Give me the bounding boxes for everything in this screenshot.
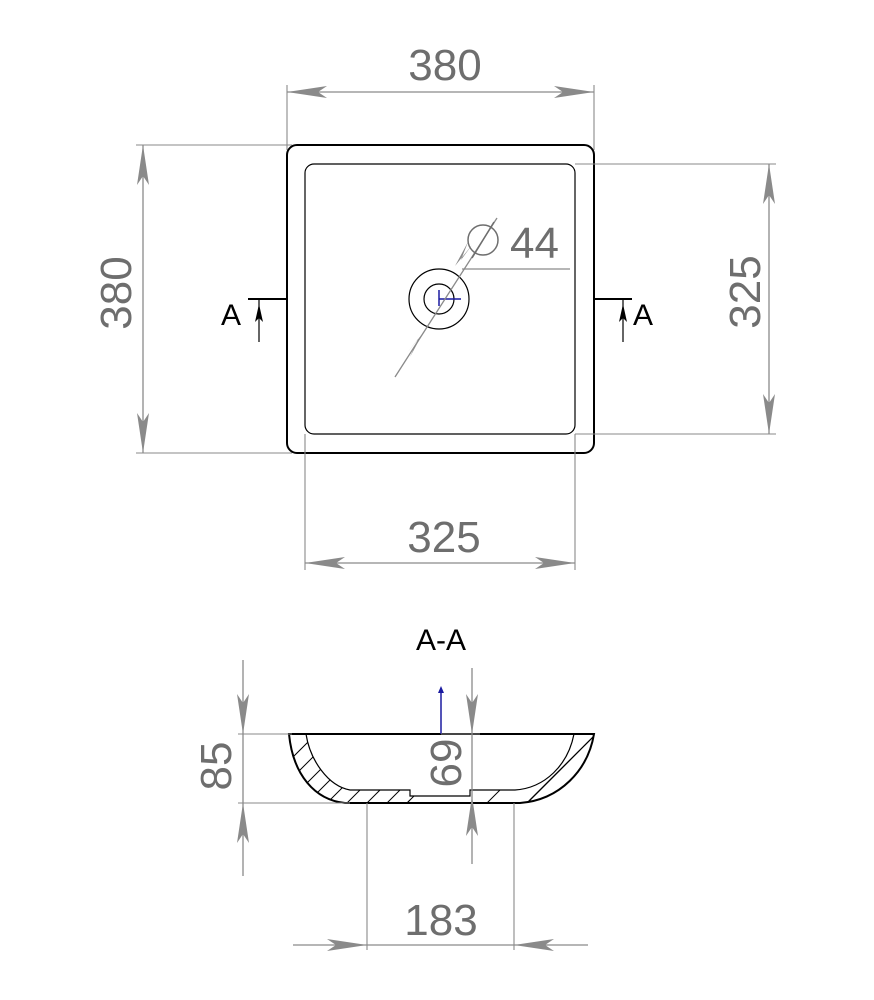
section-marker-right-label: A [633,299,653,332]
total-height-label: 85 [192,742,241,791]
section-axis-arrow [438,686,444,693]
inner-height-dimension: 325 [575,163,776,435]
drain-diameter-label: 44 [510,219,559,268]
inner-height-label: 325 [721,255,770,328]
basin-inner-outline [304,163,576,435]
section-marker-right: A [594,298,653,342]
section-marker-left: A [221,298,287,342]
top-view: 44 380 380 325 [92,41,776,570]
inner-width-label: 325 [407,513,480,562]
base-width-dimension: 183 [293,803,588,951]
inner-depth-dimension: 69 [422,668,480,864]
diameter-symbol-slash [471,221,495,259]
section-outer-profile [287,733,596,804]
section-inner-profile [305,733,575,797]
inner-depth-label: 69 [422,739,471,788]
diameter-symbol [467,224,499,256]
drain-outer-circle [408,268,470,330]
outer-height-label: 380 [92,256,141,329]
section-title: A-A [416,624,466,657]
total-height-dimension: 85 [192,660,350,876]
outer-height-dimension: 380 [92,144,292,454]
section-view: A-A [192,624,596,951]
inner-width-dimension: 325 [304,434,576,570]
section-marker-left-label: A [221,299,241,332]
base-width-label: 183 [404,896,477,945]
outer-width-dimension: 380 [286,41,595,150]
drain-diameter-dimension: 44 [394,217,570,378]
outer-width-label: 380 [408,41,481,90]
